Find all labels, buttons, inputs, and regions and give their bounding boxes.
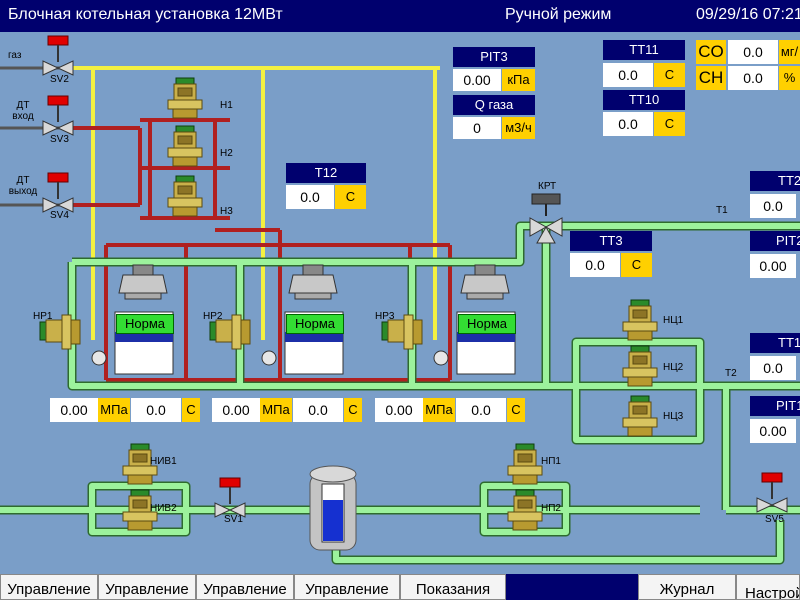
pump-h1-icon bbox=[167, 77, 203, 119]
boiler-3-pressure-unit: МПа bbox=[423, 398, 455, 422]
t12-unit: С bbox=[335, 185, 366, 209]
label-h2: Н2 bbox=[220, 148, 233, 159]
label-sv4: SV4 bbox=[50, 210, 69, 221]
boiler-2-pressure: 0.00 bbox=[212, 398, 260, 422]
pit1-value: 0.00 bbox=[750, 419, 796, 443]
label-niv2: НИВ2 bbox=[150, 503, 177, 514]
label-t1: T1 bbox=[716, 205, 728, 216]
pit1-title: PIT1 bbox=[750, 396, 800, 416]
ch-title: CH bbox=[696, 66, 726, 90]
datetime-display: 09/29/16 07:21: bbox=[696, 6, 800, 23]
boiler-2-status: Норма bbox=[286, 314, 344, 334]
pit3-title: PIT3 bbox=[453, 47, 535, 67]
pump-np1-icon bbox=[507, 443, 543, 485]
boiler-1-pressure-unit: МПа bbox=[98, 398, 130, 422]
tt11-unit: С bbox=[654, 63, 685, 87]
pit2-value: 0.00 bbox=[750, 254, 796, 278]
tt11-title: TT11 bbox=[603, 40, 685, 60]
krt-valve-icon bbox=[529, 193, 563, 244]
tt3-unit: С bbox=[621, 253, 652, 277]
label-niv1: НИВ1 bbox=[150, 456, 177, 467]
pump-nc1-icon bbox=[622, 299, 658, 341]
tt1-title: TT1 bbox=[750, 333, 800, 353]
boiler-1-temp-unit: С bbox=[182, 398, 200, 422]
tt3-title: TT3 bbox=[570, 231, 652, 251]
label-np2: НП2 bbox=[541, 503, 561, 514]
menu-control-2[interactable]: Управление bbox=[98, 574, 196, 600]
t12-value: 0.0 bbox=[286, 185, 334, 209]
tt11-value: 0.0 bbox=[603, 63, 653, 87]
tank-icon bbox=[309, 465, 357, 551]
label-sv2: SV2 bbox=[50, 74, 69, 85]
pump-h2-icon bbox=[167, 125, 203, 167]
pit3-unit: кПа bbox=[502, 69, 535, 91]
tt2-title: TT2 bbox=[750, 171, 800, 191]
ch-value: 0.0 bbox=[728, 66, 778, 90]
co-unit: мг/ bbox=[779, 40, 800, 64]
boiler-2-temp-unit: С bbox=[344, 398, 362, 422]
pit2-title: PIT2 bbox=[750, 231, 800, 251]
menu-settings[interactable]: Настрой bbox=[736, 574, 800, 600]
menu-active[interactable] bbox=[506, 574, 638, 600]
boiler-3-status: Норма bbox=[458, 314, 516, 334]
boiler-1-temp: 0.0 bbox=[131, 398, 181, 422]
label-h1: Н1 bbox=[220, 100, 233, 111]
tt1-value: 0.0 bbox=[750, 356, 796, 380]
boiler-3-temp-unit: С bbox=[507, 398, 525, 422]
pump-h3-icon bbox=[167, 175, 203, 217]
label-sv5: SV5 bbox=[765, 514, 784, 525]
title-bar: Блочная котельная установка 12МВт Ручной… bbox=[0, 0, 800, 32]
tt2-value: 0.0 bbox=[750, 194, 796, 218]
label-t2: T2 bbox=[725, 368, 737, 379]
qgas-title: Q газа bbox=[453, 95, 535, 115]
menu-control-1[interactable]: Управление bbox=[0, 574, 98, 600]
label-gas: газ bbox=[8, 50, 22, 61]
label-hp2: НР2 bbox=[203, 311, 223, 322]
label-sv3: SV3 bbox=[50, 134, 69, 145]
label-hp1: НР1 bbox=[33, 311, 53, 322]
tt3-value: 0.0 bbox=[570, 253, 620, 277]
process-scheme bbox=[0, 35, 800, 565]
label-sv1: SV1 bbox=[224, 514, 243, 525]
boiler-2-pressure-unit: МПа bbox=[260, 398, 292, 422]
co-title: CO bbox=[696, 40, 726, 64]
qgas-value: 0 bbox=[453, 117, 501, 139]
ch-unit: % bbox=[779, 66, 800, 90]
label-nc3: НЦ3 bbox=[663, 411, 684, 422]
label-np1: НП1 bbox=[541, 456, 561, 467]
t12-title: T12 bbox=[286, 163, 366, 183]
boiler-3-pressure: 0.00 bbox=[375, 398, 423, 422]
label-nc1: НЦ1 bbox=[663, 315, 684, 326]
qgas-unit: м3/ч bbox=[502, 117, 535, 139]
tt10-unit: С bbox=[654, 112, 685, 136]
co-value: 0.0 bbox=[728, 40, 778, 64]
menu-log[interactable]: Журнал bbox=[638, 574, 736, 600]
tt10-title: TT10 bbox=[603, 90, 685, 110]
pump-nc3-icon bbox=[622, 395, 658, 437]
boiler-3-temp: 0.0 bbox=[456, 398, 506, 422]
label-krt: КРТ bbox=[538, 181, 557, 192]
label-hp3: НР3 bbox=[375, 311, 395, 322]
label-h3: Н3 bbox=[220, 206, 233, 217]
mode-indicator: Ручной режим bbox=[505, 6, 612, 23]
menu-control-3[interactable]: Управление bbox=[196, 574, 294, 600]
pit3-value: 0.00 bbox=[453, 69, 501, 91]
boiler-1-pressure: 0.00 bbox=[50, 398, 98, 422]
label-nc2: НЦ2 bbox=[663, 362, 684, 373]
pump-nc2-icon bbox=[622, 345, 658, 387]
tt10-value: 0.0 bbox=[603, 112, 653, 136]
boiler-2-temp: 0.0 bbox=[293, 398, 343, 422]
app-title: Блочная котельная установка 12МВт bbox=[8, 6, 283, 23]
boiler-1-status: Норма bbox=[116, 314, 174, 334]
menu-readings[interactable]: Показания bbox=[400, 574, 506, 600]
menu-control-4[interactable]: Управление bbox=[294, 574, 400, 600]
